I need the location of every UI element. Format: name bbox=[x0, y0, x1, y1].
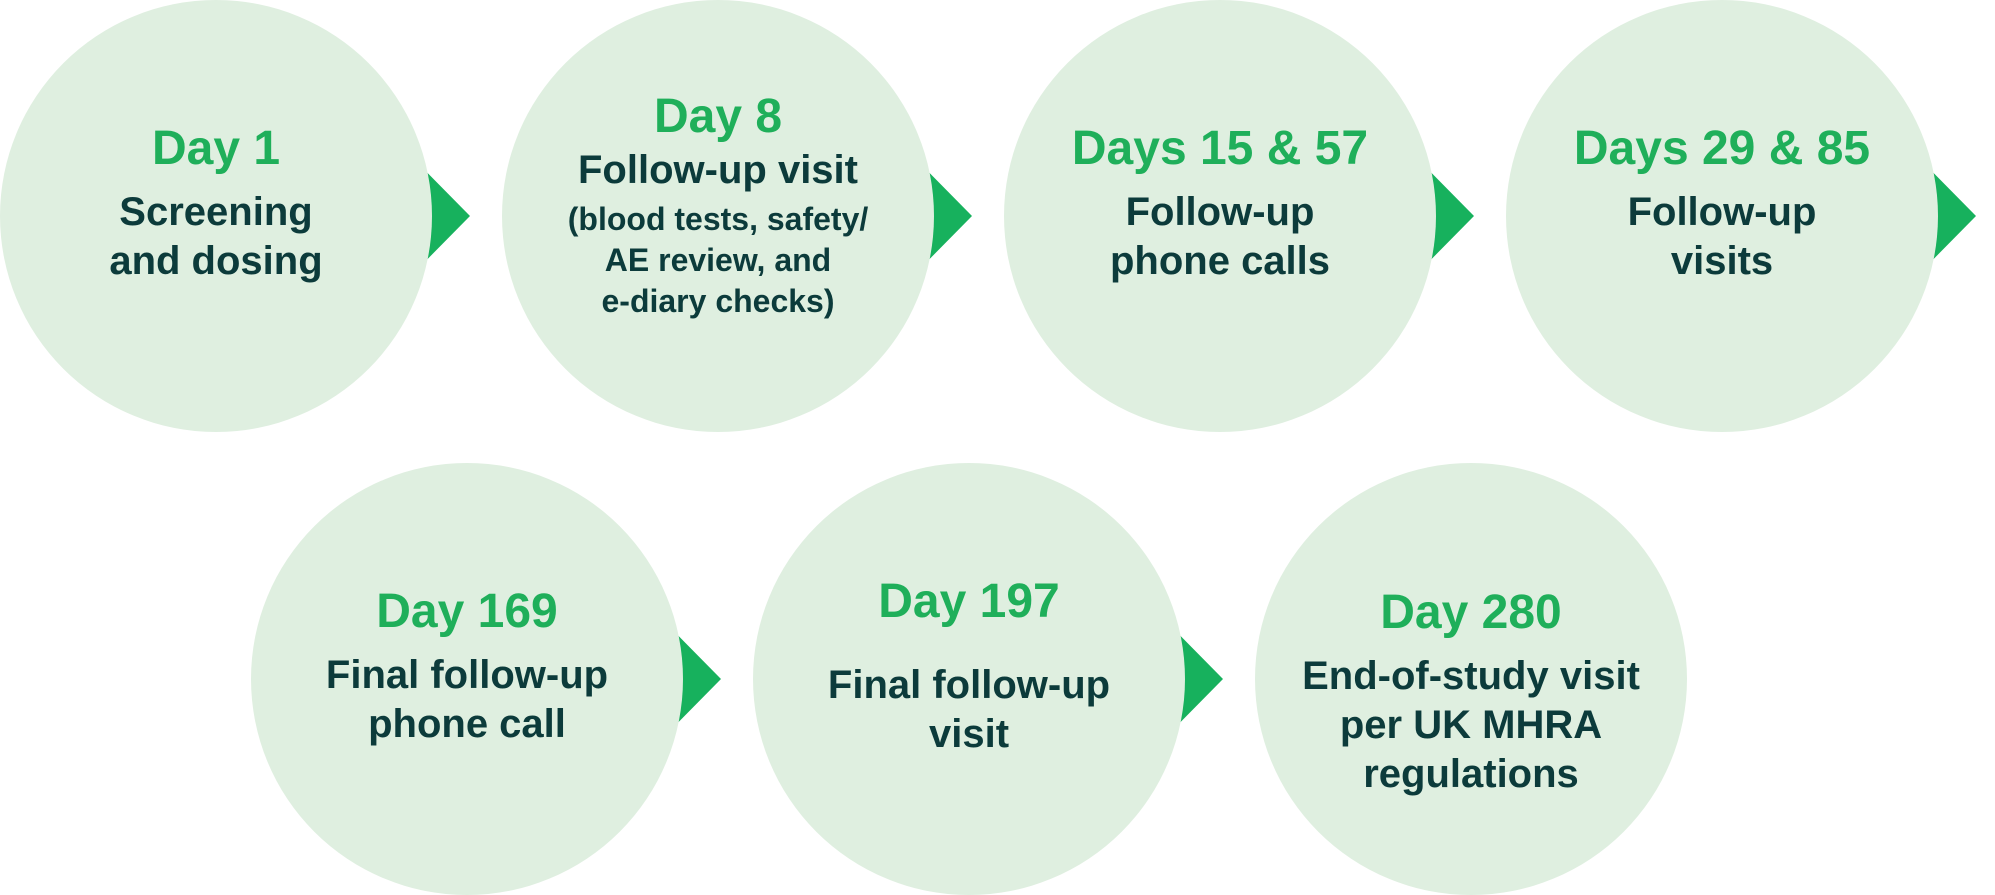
step-detail: (blood tests, safety/ AE review, and e-d… bbox=[567, 201, 869, 319]
step-circle: Days 29 & 85 Follow-up visits bbox=[1506, 0, 1938, 432]
step-day-label: Days 29 & 85 bbox=[1573, 122, 1871, 175]
step-description: End-of-study visit per UK MHRA regulatio… bbox=[1302, 653, 1640, 796]
step-circle: Day 8 Follow-up visit (blood tests, safe… bbox=[502, 0, 934, 432]
step-circle: Days 15 & 57 Follow-up phone calls bbox=[1004, 0, 1436, 432]
step-description: Screening and dosing bbox=[109, 190, 323, 283]
timeline-step-days-15-57: Days 15 & 57 Follow-up phone calls bbox=[1004, 0, 1509, 432]
timeline-step-day-1: Day 1 Screening and dosing bbox=[0, 0, 505, 432]
step-circle: Day 280 End-of-study visit per UK MHRA r… bbox=[1255, 463, 1687, 895]
step-circle: Day 197 Final follow-up visit bbox=[753, 463, 1185, 895]
timeline-step-day-280: Day 280 End-of-study visit per UK MHRA r… bbox=[1255, 463, 1760, 895]
step-day-label: Day 8 bbox=[653, 90, 783, 143]
step-description: Final follow-up visit bbox=[827, 663, 1111, 756]
step-description: Follow-up visit bbox=[578, 148, 858, 192]
timeline-step-day-197: Day 197 Final follow-up visit bbox=[753, 463, 1258, 895]
step-day-label: Days 15 & 57 bbox=[1071, 122, 1369, 175]
timeline-step-day-169: Day 169 Final follow-up phone call bbox=[251, 463, 756, 895]
step-description: Follow-up phone calls bbox=[1109, 190, 1331, 283]
step-circle: Day 169 Final follow-up phone call bbox=[251, 463, 683, 895]
step-circle: Day 1 Screening and dosing bbox=[0, 0, 432, 432]
step-day-label: Day 169 bbox=[376, 585, 558, 638]
step-description: Follow-up visits bbox=[1627, 190, 1817, 283]
timeline-step-days-29-85: Days 29 & 85 Follow-up visits bbox=[1506, 0, 1995, 432]
step-description: Final follow-up phone call bbox=[325, 653, 609, 746]
step-day-label: Day 280 bbox=[1380, 585, 1562, 639]
step-day-label: Day 1 bbox=[151, 122, 281, 175]
step-day-label: Day 197 bbox=[878, 575, 1060, 628]
timeline-step-day-8: Day 8 Follow-up visit (blood tests, safe… bbox=[502, 0, 1007, 432]
